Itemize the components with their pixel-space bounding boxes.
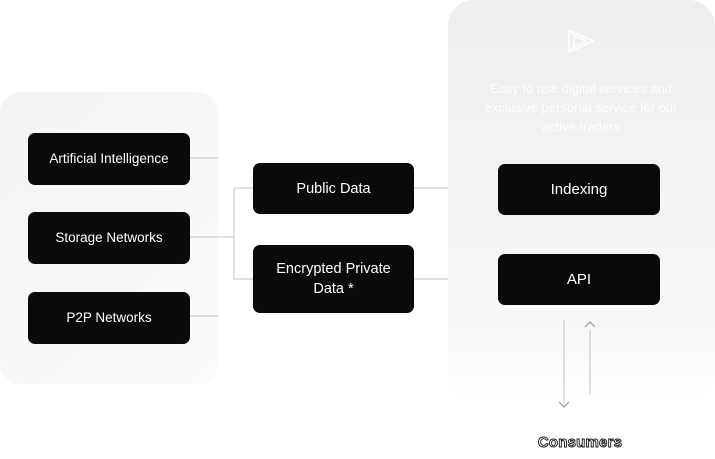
brand-triangle-logo-icon (568, 29, 594, 53)
source-box-artificial-intelligence[interactable]: Artificial Intelligence (28, 133, 190, 185)
private-data-label: Encrypted Private Data * (276, 261, 391, 297)
public-data-label: Public Data (296, 180, 371, 197)
api-box[interactable]: API (498, 254, 660, 305)
public-data-box[interactable]: Public Data (253, 163, 414, 214)
source-label: Storage Networks (55, 230, 163, 245)
consumers-label: Consumers (537, 434, 623, 452)
chevron-up-icon (584, 321, 596, 328)
indexing-box[interactable]: Indexing (498, 164, 660, 215)
services-tagline: Easy to use digital services and exclusi… (484, 81, 678, 134)
encrypted-private-data-box[interactable]: Encrypted Private Data * (253, 245, 414, 313)
chevron-down-icon (558, 401, 570, 408)
source-label: P2P Networks (66, 310, 152, 325)
source-label: Artificial Intelligence (49, 151, 169, 166)
api-label: API (566, 270, 592, 288)
source-box-storage-networks[interactable]: Storage Networks (28, 212, 190, 264)
indexing-label: Indexing (550, 180, 608, 198)
source-box-p2p-networks[interactable]: P2P Networks (28, 292, 190, 344)
